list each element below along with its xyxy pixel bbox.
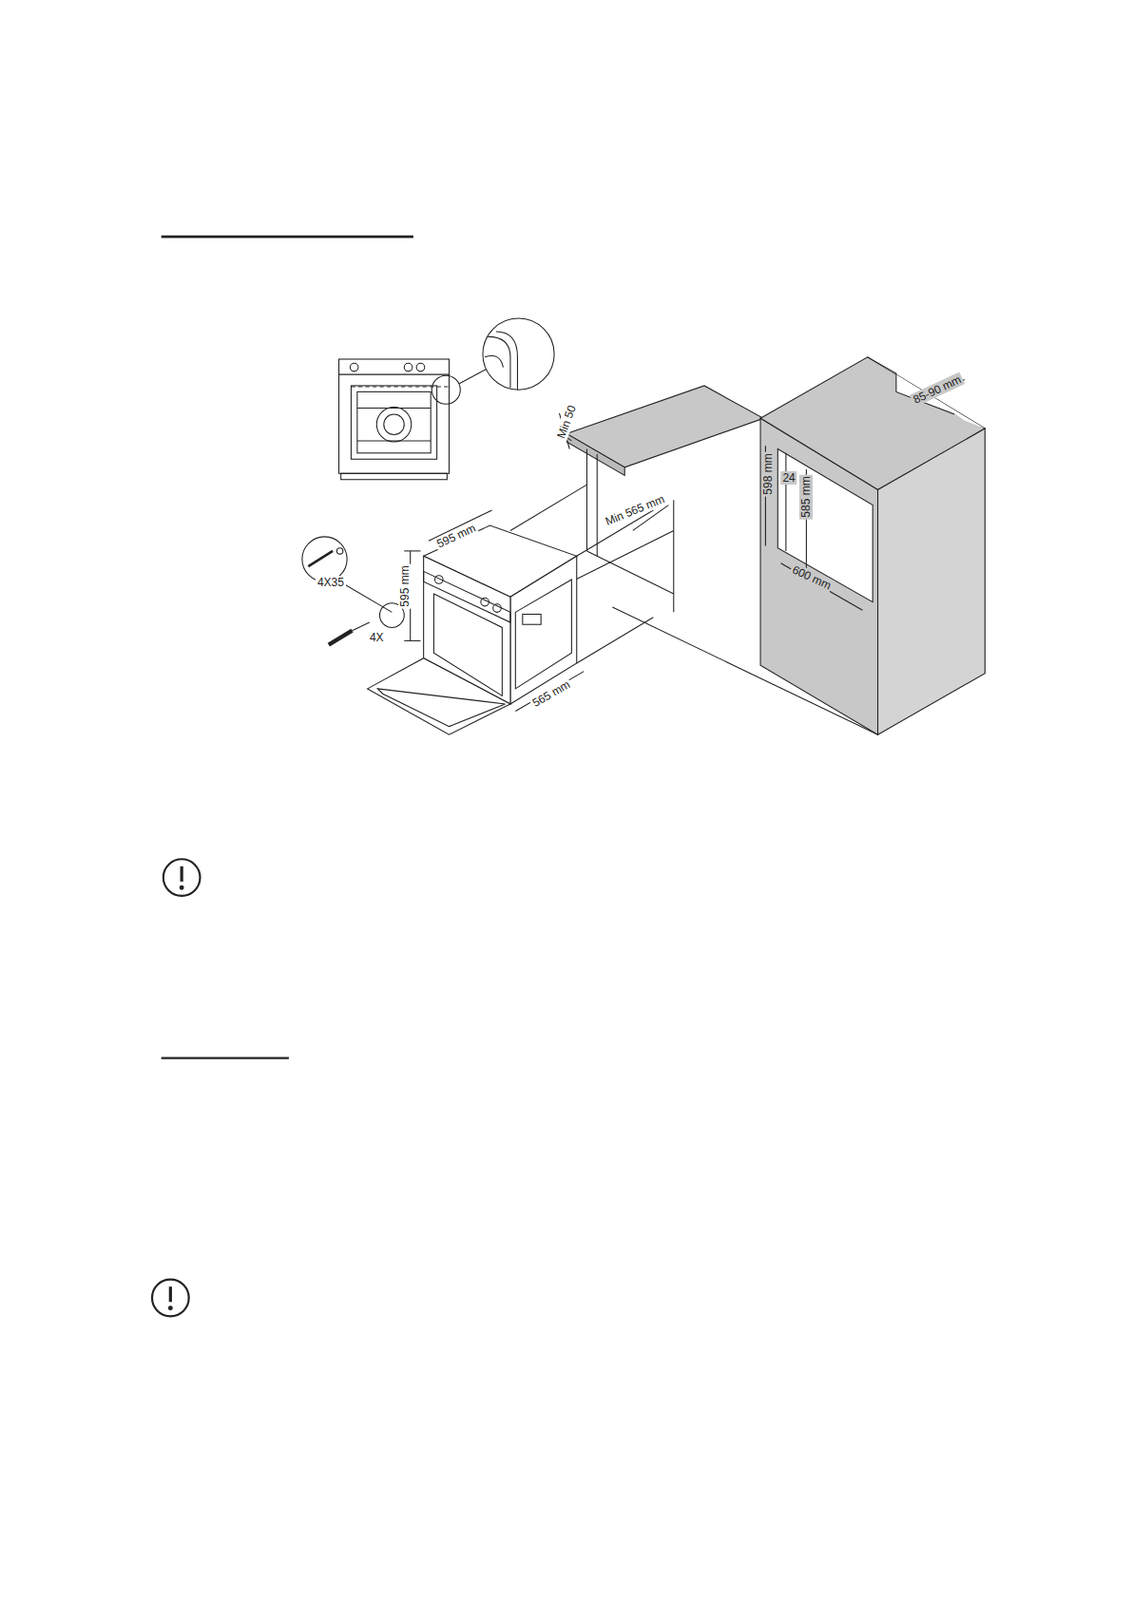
dimension-label: Min 565 mm	[601, 491, 669, 529]
dimension-label: 595 mm	[398, 564, 412, 610]
dimension-label: 598 mm	[761, 452, 775, 498]
dimension-label: 4X35	[315, 575, 346, 590]
dimension-label: 4X	[367, 631, 386, 645]
dimension-label: 24	[780, 471, 797, 485]
dimension-label: 585 mm	[799, 474, 813, 519]
